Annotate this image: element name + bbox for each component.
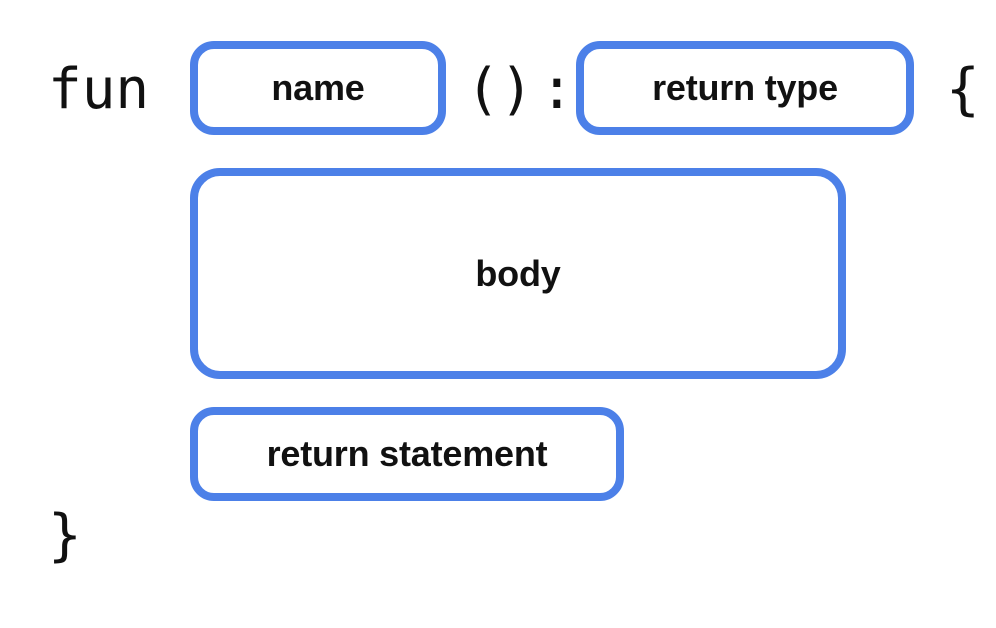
parameter-parentheses: () — [466, 57, 534, 122]
slot-name[interactable]: name — [190, 41, 446, 135]
brace-close: } — [48, 503, 82, 568]
return-type-colon: : — [540, 57, 574, 122]
slot-body[interactable]: body — [190, 168, 846, 379]
brace-open: { — [946, 57, 980, 122]
slot-return-type-label: return type — [652, 67, 838, 108]
slot-return-statement[interactable]: return statement — [190, 407, 624, 501]
slot-body-label: body — [475, 252, 561, 294]
keyword-fun: fun — [48, 57, 150, 122]
slot-return-type[interactable]: return type — [576, 41, 914, 135]
slot-return-statement-label: return statement — [266, 433, 548, 474]
slot-name-label: name — [271, 67, 365, 108]
